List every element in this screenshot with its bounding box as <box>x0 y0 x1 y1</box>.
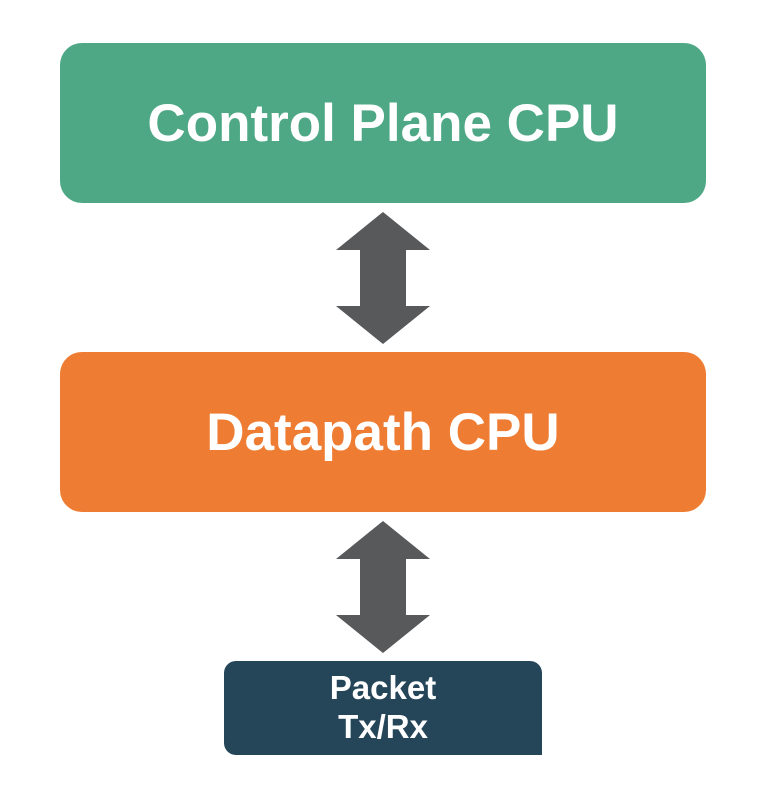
bidirectional-arrow-datapath-packet <box>336 521 430 653</box>
control-plane-cpu-label: Control Plane CPU <box>147 93 619 153</box>
datapath-cpu-label: Datapath CPU <box>206 402 560 462</box>
bidirectional-arrow-control-datapath <box>336 212 430 344</box>
double-arrow-icon <box>336 521 430 653</box>
packet-label-line2: Tx/Rx <box>338 708 428 745</box>
control-plane-cpu-box: Control Plane CPU <box>60 43 706 203</box>
double-arrow-icon <box>336 212 430 344</box>
datapath-cpu-box: Datapath CPU <box>60 352 706 512</box>
packet-label-line1: Packet <box>329 669 437 707</box>
packet-tx-rx-box: Packet Tx/Rx <box>224 661 542 755</box>
